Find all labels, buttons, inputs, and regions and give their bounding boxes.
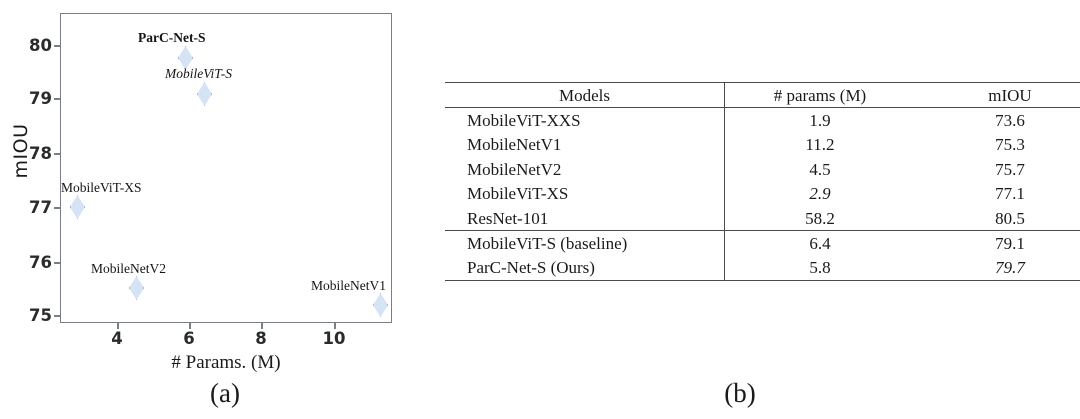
data-label-mobilevit-xs: MobileViT-XS — [61, 180, 142, 195]
column-header-params: # params (M) — [773, 85, 867, 105]
x-tick-mark-10 — [334, 323, 336, 329]
cell-model: MobileNetV1 — [445, 132, 725, 158]
column-header-miou: mIOU — [988, 85, 1032, 105]
y-tick-mark-79 — [54, 98, 60, 100]
cell-model: MobileViT-XS — [445, 181, 725, 207]
table-row: MobileViT-XS 2.9 77.1 — [445, 181, 1080, 207]
x-tick-label-4: 4 — [111, 329, 123, 348]
cell-params: 58.2 — [805, 208, 835, 228]
data-label-mobilenetv2: MobileNetV2 — [91, 261, 166, 276]
cell-params: 2.9 — [809, 184, 831, 204]
x-tick-label-6: 6 — [183, 329, 195, 348]
table-row: MobileViT-S (baseline) 6.4 79.1 — [445, 230, 1080, 256]
cell-params: 6.4 — [809, 233, 831, 253]
table-row: ParC-Net-S (Ours) 5.8 79.7 — [445, 255, 1080, 281]
column-header-models: Models — [445, 82, 725, 108]
y-tick-label-76: 76 — [29, 253, 52, 272]
table-header-row: Models # params (M) mIOU — [445, 82, 1080, 108]
x-axis-title: # Params. (M) — [171, 352, 281, 373]
figure-panel-a: mIOU 80 79 78 77 76 75 4 6 8 10 # Params… — [0, 0, 440, 419]
y-tick-label-78: 78 — [29, 144, 52, 163]
data-point-mobilenetv2 — [129, 276, 144, 300]
y-tick-label-80: 80 — [29, 36, 52, 55]
figure-panel-b: Models # params (M) mIOU MobileViT-XXS 1… — [440, 0, 1080, 419]
results-table: Models # params (M) mIOU MobileViT-XXS 1… — [445, 82, 1080, 281]
table-row: MobileNetV1 11.2 75.3 — [445, 132, 1080, 158]
y-tick-label-75: 75 — [29, 306, 52, 325]
cell-miou: 79.1 — [995, 233, 1025, 253]
figure-caption-a: (a) — [210, 378, 240, 408]
cell-model: ParC-Net-S (Ours) — [445, 255, 725, 281]
cell-miou: 75.3 — [995, 135, 1025, 155]
data-label-parc-net-s: ParC-Net-S — [138, 30, 206, 45]
cell-params: 11.2 — [805, 135, 835, 155]
x-tick-label-8: 8 — [255, 329, 267, 348]
cell-params: 5.8 — [809, 258, 831, 278]
y-tick-mark-76 — [54, 262, 60, 264]
table-row: ResNet-101 58.2 80.5 — [445, 206, 1080, 231]
cell-miou: 80.5 — [995, 208, 1025, 228]
data-label-mobilenetv1: MobileNetV1 — [311, 278, 386, 293]
data-point-mobilevit-xs — [70, 195, 85, 219]
y-tick-label-79: 79 — [29, 89, 52, 108]
data-label-mobilevit-s: MobileViT-S — [165, 66, 232, 81]
scatter-plot-area — [60, 13, 392, 323]
x-tick-mark-8 — [261, 323, 263, 329]
x-tick-mark-4 — [117, 323, 119, 329]
x-tick-label-10: 10 — [322, 329, 346, 348]
cell-params: 1.9 — [809, 110, 831, 130]
cell-model: MobileNetV2 — [445, 157, 725, 182]
table-header: Models # params (M) mIOU — [445, 82, 1080, 108]
y-tick-mark-80 — [54, 45, 60, 47]
cell-params: 4.5 — [809, 159, 831, 179]
table-body: MobileViT-XXS 1.9 73.6 MobileNetV1 11.2 … — [445, 107, 1080, 281]
y-tick-label-77: 77 — [29, 198, 52, 217]
cell-miou: 79.7 — [995, 258, 1025, 278]
table-row: MobileNetV2 4.5 75.7 — [445, 157, 1080, 182]
data-point-mobilenetv1 — [373, 293, 388, 317]
cell-miou: 75.7 — [995, 159, 1025, 179]
y-tick-mark-75 — [54, 315, 60, 317]
cell-model: MobileViT-S (baseline) — [445, 230, 725, 256]
y-tick-mark-77 — [54, 207, 60, 209]
data-point-parc-net-s — [178, 46, 193, 70]
cell-model: ResNet-101 — [445, 206, 725, 231]
y-tick-mark-78 — [54, 153, 60, 155]
table-row: MobileViT-XXS 1.9 73.6 — [445, 107, 1080, 133]
data-point-mobilevit-s — [197, 82, 212, 106]
cell-model: MobileViT-XXS — [445, 107, 725, 133]
cell-miou: 73.6 — [995, 110, 1025, 130]
cell-miou: 77.1 — [995, 184, 1025, 204]
x-tick-mark-6 — [189, 323, 191, 329]
figure-caption-b: (b) — [724, 378, 756, 408]
